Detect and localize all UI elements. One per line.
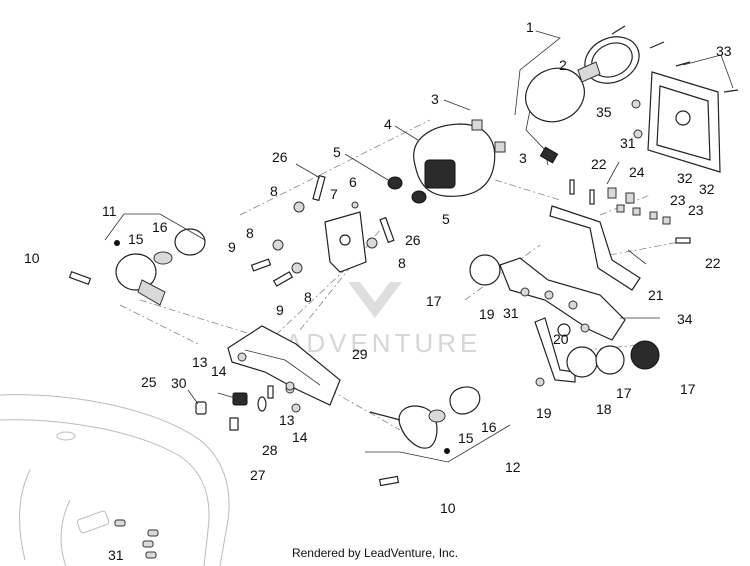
callout-31: 31 — [503, 305, 519, 321]
callout-31: 31 — [620, 135, 636, 151]
watermark-text: ADVENTURE — [285, 328, 481, 358]
callout-14: 14 — [211, 363, 227, 379]
callout-12: 12 — [505, 459, 521, 475]
render-credit: Rendered by LeadVenture, Inc. — [291, 546, 459, 560]
callout-27: 27 — [250, 467, 266, 483]
callout-10: 10 — [440, 500, 456, 516]
callout-20: 20 — [553, 331, 569, 347]
callout-26: 26 — [405, 232, 421, 248]
callout-11: 11 — [102, 203, 117, 219]
callout-8: 8 — [398, 255, 406, 271]
callout-32: 32 — [677, 170, 693, 186]
callout-22: 22 — [705, 255, 721, 271]
callout-9: 9 — [228, 239, 236, 255]
tail-lamp-assembly — [525, 25, 665, 166]
callout-3: 3 — [431, 91, 439, 107]
callout-15: 15 — [458, 430, 474, 446]
callout-23: 23 — [688, 202, 704, 218]
callout-23: 23 — [670, 192, 686, 208]
callout-29: 29 — [352, 346, 368, 362]
callout-16: 16 — [481, 419, 497, 435]
callout-34: 34 — [677, 311, 693, 327]
callout-labels: 1 2 3 3 4 5 5 6 7 8 8 8 8 9 9 10 10 11 1… — [24, 19, 732, 563]
callout-3: 3 — [519, 150, 527, 166]
callout-13: 13 — [279, 412, 295, 428]
callout-26: 26 — [272, 149, 288, 165]
callout-7: 7 — [330, 186, 338, 202]
callout-6: 6 — [349, 174, 357, 190]
assembly-lines — [119, 119, 691, 431]
callout-32: 32 — [699, 181, 715, 197]
side-bracket — [549, 179, 691, 291]
callout-15: 15 — [128, 231, 144, 247]
callout-2: 2 — [559, 57, 567, 73]
callout-28: 28 — [262, 442, 278, 458]
watermark: ADVENTURE — [285, 282, 481, 358]
callout-4: 4 — [384, 116, 392, 132]
callout-16: 16 — [152, 219, 168, 235]
right-turn-signal — [369, 386, 481, 454]
mount-bracket — [250, 174, 395, 287]
callout-13: 13 — [192, 354, 208, 370]
callout-31: 31 — [108, 547, 124, 563]
callout-5: 5 — [442, 211, 450, 227]
license-plate-bracket — [631, 61, 739, 173]
callout-17: 17 — [616, 385, 632, 401]
small-hardware — [68, 270, 400, 487]
callout-9: 9 — [276, 302, 284, 318]
callout-35: 35 — [596, 104, 612, 120]
callout-30: 30 — [171, 375, 187, 391]
callout-17: 17 — [680, 381, 696, 397]
callout-1: 1 — [526, 19, 534, 35]
callout-19: 19 — [536, 405, 552, 421]
callout-18: 18 — [596, 401, 612, 417]
callout-8: 8 — [304, 289, 312, 305]
center-lamp — [387, 119, 506, 204]
reflector-bracket — [469, 254, 660, 387]
callout-5: 5 — [333, 144, 341, 160]
callout-14: 14 — [292, 429, 308, 445]
callout-22: 22 — [591, 156, 607, 172]
callout-21: 21 — [648, 287, 664, 303]
callout-10: 10 — [24, 250, 40, 266]
callout-8: 8 — [270, 183, 278, 199]
callout-33: 33 — [716, 43, 732, 59]
leader-lines — [104, 30, 734, 463]
rear-fender — [0, 394, 230, 566]
callout-17: 17 — [426, 293, 442, 309]
callout-8: 8 — [246, 225, 254, 241]
callout-19: 19 — [479, 306, 495, 322]
fender-nuts — [114, 519, 159, 559]
callout-24: 24 — [629, 164, 645, 180]
callout-25: 25 — [141, 374, 157, 390]
